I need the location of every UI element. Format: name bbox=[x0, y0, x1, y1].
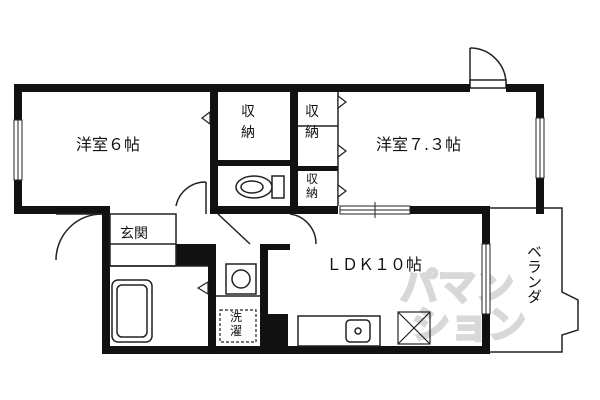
label-char: 納 bbox=[305, 125, 319, 141]
washbasin bbox=[225, 263, 257, 295]
watermark: パマン ション bbox=[399, 264, 528, 349]
balcony bbox=[490, 207, 579, 353]
label-entrance: 玄関 bbox=[120, 225, 148, 242]
top-door-swing bbox=[469, 47, 507, 89]
label-char: 収 bbox=[241, 104, 255, 120]
label-closet-c: 収納 bbox=[306, 172, 318, 200]
label-western-room-a: 洋室６帖 bbox=[76, 135, 140, 154]
label-closet-a: 収納 bbox=[241, 104, 255, 141]
vertical-labels: 収納 収納 収納 洗濯 bbox=[230, 104, 319, 338]
refrigerator-space bbox=[397, 311, 431, 345]
label-char: 濯 bbox=[230, 324, 242, 338]
interior-walls bbox=[176, 92, 338, 346]
washer-box bbox=[219, 309, 257, 343]
room-doors bbox=[175, 181, 317, 245]
label-char: 納 bbox=[306, 186, 318, 200]
watermark-line-2: ション bbox=[412, 303, 526, 347]
label-char: 収 bbox=[305, 104, 319, 120]
entrance-door bbox=[55, 213, 103, 261]
label-char: 納 bbox=[241, 125, 255, 141]
windows bbox=[13, 117, 545, 315]
label-balcony: ベランダ bbox=[525, 244, 543, 304]
label-char: 洗 bbox=[230, 310, 242, 324]
label-western-room-b: 洋室７.３帖 bbox=[376, 135, 461, 154]
watermark-line-1: パマン bbox=[400, 265, 514, 309]
thin-walls bbox=[109, 92, 339, 297]
label-washer: 洗濯 bbox=[230, 310, 242, 338]
bathtub bbox=[111, 279, 153, 343]
toilet bbox=[235, 175, 285, 199]
label-closet-b: 収納 bbox=[305, 104, 319, 141]
room-labels: 洋室６帖 洋室７.３帖 ＬＤＫ１０帖 玄関 ベランダ bbox=[76, 135, 543, 304]
kitchen-counter bbox=[297, 315, 381, 347]
label-char: 収 bbox=[306, 172, 318, 186]
closet-markers bbox=[196, 94, 347, 296]
label-ldk: ＬＤＫ１０帖 bbox=[326, 255, 422, 274]
